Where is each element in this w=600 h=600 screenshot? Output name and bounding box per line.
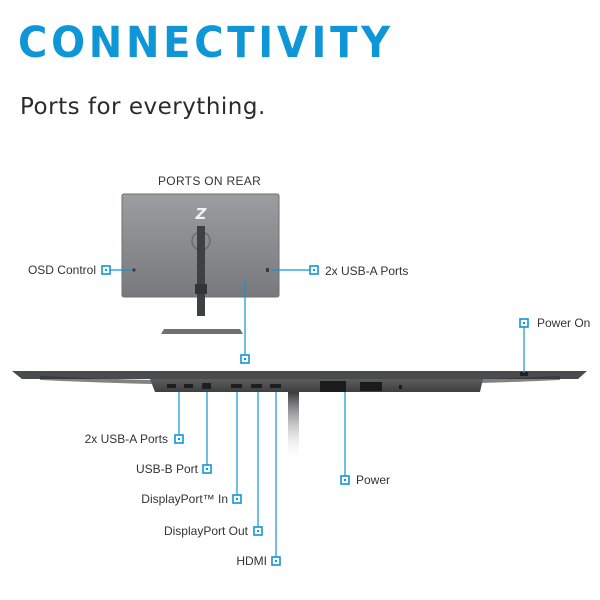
osd-control-label: OSD Control: [27, 263, 96, 277]
displayport-in-label: DisplayPort™ In: [141, 492, 228, 506]
bottom-usb-a-port-2: [184, 384, 193, 388]
usb-b-label: USB-B Port: [135, 462, 198, 476]
rear-usb-port: [266, 268, 269, 272]
power-on-label: Power On: [537, 316, 591, 330]
bottom-usb-a-label: 2x USB-A Ports: [84, 432, 168, 446]
bottom-usb-a-port-1: [167, 384, 176, 388]
monitor-bottom-view: [12, 371, 587, 462]
hdmi-label: HDMI: [236, 554, 267, 568]
osd-button-dot: [132, 268, 136, 272]
callout-lines: [110, 269, 525, 557]
callout-markers: [101, 265, 529, 566]
hdmi-shape: [270, 384, 281, 388]
stand-foot: [288, 392, 299, 462]
port-panel: [150, 379, 483, 392]
power-on-button: [520, 372, 528, 376]
displayport-out-label: DisplayPort Out: [163, 524, 248, 538]
stand-neck: [197, 226, 205, 316]
stand-base: [161, 329, 243, 334]
monitor-rear-view: Z: [121, 193, 280, 334]
hp-z-logo: Z: [195, 205, 208, 223]
displayport-out-shape: [251, 384, 262, 388]
page-subtitle: Ports for everything.: [20, 94, 266, 120]
monitor-bottom-edge: [12, 371, 587, 379]
rear-ports-title: PORTS ON REAR: [158, 174, 262, 188]
power-socket-shape: [320, 381, 346, 392]
callout-marker-dots: [105, 269, 525, 562]
lock-slot-shape: [399, 385, 402, 389]
power-switch-shape: [360, 382, 382, 391]
displayport-in-shape: [231, 384, 242, 388]
rear-usb-a-label: 2x USB-A Ports: [325, 264, 409, 278]
usb-b-port-shape: [202, 383, 211, 389]
power-label: Power: [356, 473, 391, 487]
page-title: CONNECTIVITY: [18, 18, 394, 68]
stand-joint: [195, 284, 207, 294]
